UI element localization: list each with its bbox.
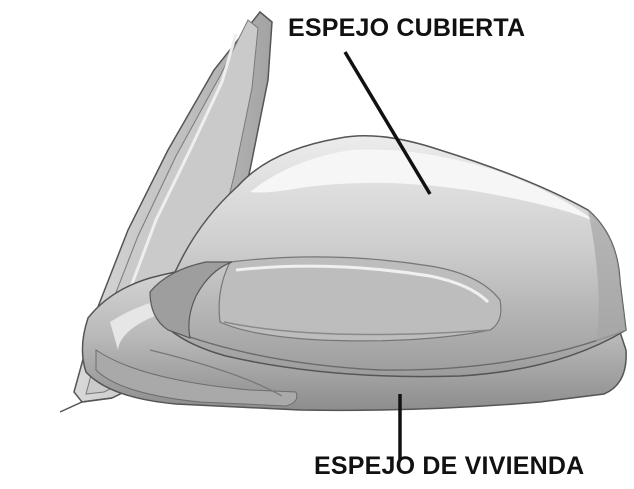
mirror-cover-label: ESPEJO CUBIERTA [288, 14, 526, 42]
cover-leader-line [343, 51, 432, 195]
mirror-cover [165, 134, 627, 378]
mirror-housing-label: ESPEJO DE VIVIENDA [314, 452, 585, 480]
mirror-pivot [149, 261, 233, 339]
